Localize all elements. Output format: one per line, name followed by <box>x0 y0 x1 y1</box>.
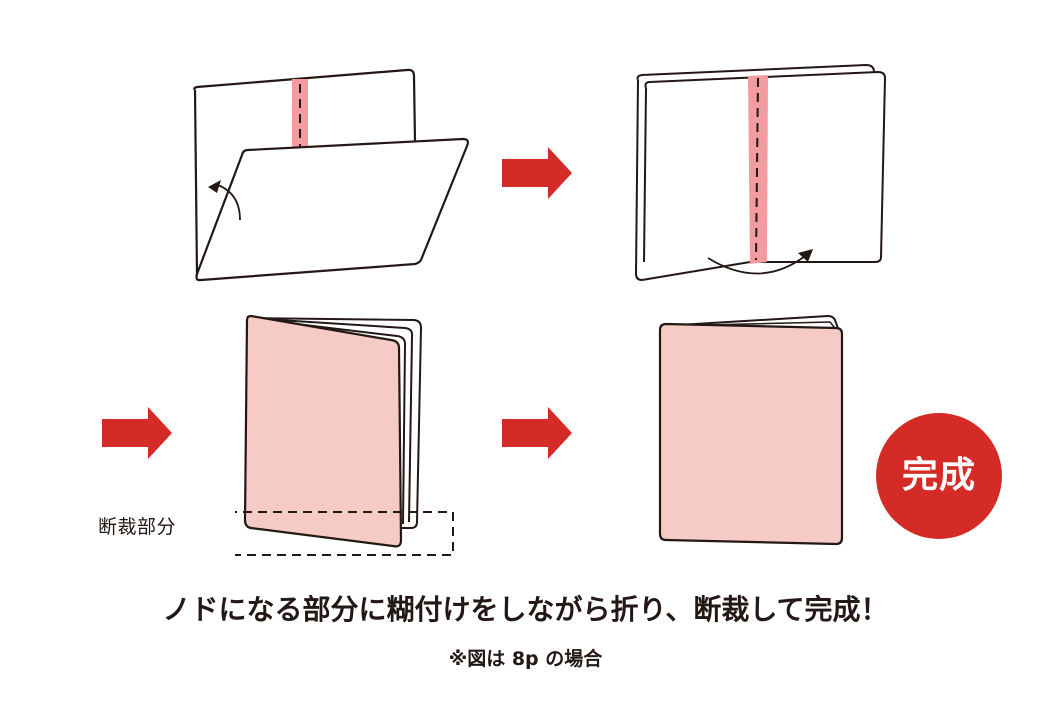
step-4-finished-booklet-illustration <box>658 314 844 546</box>
diagram-caption: ノドになる部分に糊付けをしながら折り、断裁して完成！ <box>162 593 889 626</box>
right-arrow-icon <box>102 407 172 459</box>
done-badge-label: 完成 <box>901 455 976 496</box>
done-badge: 完成 <box>876 413 1002 539</box>
step-3-booklet-illustration <box>235 314 454 556</box>
right-arrow-icon <box>502 147 572 199</box>
step-2-fold-illustration <box>634 64 886 282</box>
right-arrow-icon <box>502 407 572 459</box>
fold-over-arrow-icon <box>707 255 806 275</box>
glue-strip <box>748 75 768 264</box>
cut-area-dashed-box <box>235 511 454 556</box>
diagram-note: ※図は 8p の場合 <box>448 648 603 670</box>
cut-area-label: 断裁部分 <box>98 516 177 538</box>
step-1-fold-illustration <box>193 68 469 282</box>
